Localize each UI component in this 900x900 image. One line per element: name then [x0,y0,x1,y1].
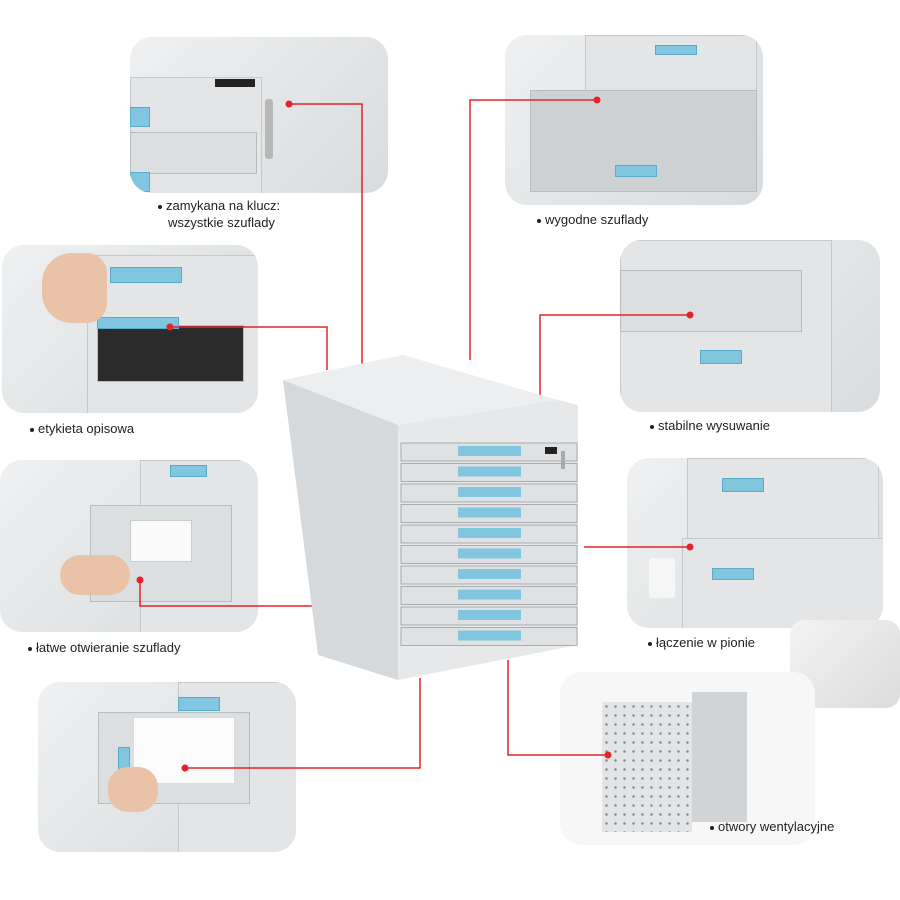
label-text: łączenie w pionie [656,635,756,650]
photo-drawer-with-paper [38,682,296,852]
photo-stable-slide [620,240,880,412]
connector-label-holder [170,326,328,370]
drawer-label-tab [458,507,521,518]
connector-lock [289,103,363,365]
key-icon [265,99,273,159]
label-line: zamykana na klucz: [166,198,281,213]
lock-plate [545,447,557,454]
photo-label-holder [2,245,258,413]
label-line: wszystkie szuflady [168,215,275,230]
drawer-label-tab [458,610,521,620]
drawer-label-tab [458,528,521,538]
connector-drawers [469,99,597,360]
label-text: wygodne szuflady [545,212,649,227]
feature-label-stable: stabilne wysuwanie [650,417,770,434]
connector-vents [507,660,608,756]
label-text: etykieta opisowa [38,421,135,436]
drawer-label-tab [458,630,521,641]
cabinet-main-image [283,355,578,680]
drawer-label-tab [458,466,521,477]
photo-stacking [627,458,883,628]
hand-image [60,555,130,595]
feature-label-easy-open: łatwe otwieranie szuflady [28,639,181,656]
feature-label-vents: otwory wentylacyjne [710,818,834,835]
drawer-label-tab [458,589,521,600]
cup-image [649,558,675,598]
drawer-label-tab [458,487,521,497]
photo-ventilation [560,672,815,845]
key-icon [561,451,565,469]
perforated-side [602,702,692,832]
hand-image [108,767,158,812]
feature-label-lock: zamykana na klucz: wszystkie szuflady [158,197,280,231]
calculator-image [130,520,192,562]
label-text: stabilne wysuwanie [658,418,771,433]
photo-lock-detail [130,37,388,193]
connector-easy-open [139,580,318,607]
drawer-label-tab [458,548,521,559]
feature-label-label-holder: etykieta opisowa [30,420,134,437]
drawer-label-tab [458,446,521,456]
photo-open-drawer [505,35,763,205]
connector-stable [539,314,690,395]
lock-icon [215,79,255,87]
feature-label-stacking: łączenie w pionie [648,634,755,651]
drawer-label-tab [458,569,521,579]
connector-paper [185,678,421,769]
feature-label-drawers: wygodne szuflady [537,211,648,228]
hand-image [42,253,107,323]
label-text: otwory wentylacyjne [718,819,835,834]
photo-easy-open [0,460,258,632]
label-text: łatwe otwieranie szuflady [36,640,181,655]
